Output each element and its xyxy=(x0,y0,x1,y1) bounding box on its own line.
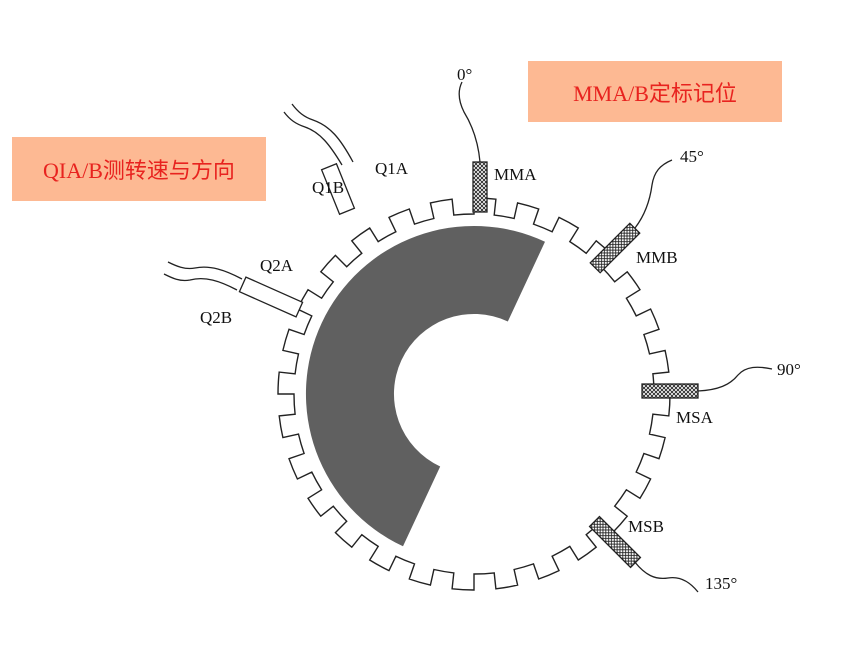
sensor-q2 xyxy=(163,261,304,318)
callout-speed-direction-text: QIA/B测转速与方向 xyxy=(43,158,235,183)
label-q1a: Q1A xyxy=(375,159,409,178)
label-deg-0: 0° xyxy=(457,65,472,84)
sensor-mma xyxy=(458,81,488,213)
label-msb: MSB xyxy=(628,517,664,536)
sensor-mmb xyxy=(589,159,673,274)
label-mmb: MMB xyxy=(636,248,678,267)
rotor-arc xyxy=(305,225,545,547)
sensor-q1 xyxy=(283,103,356,216)
label-mma: MMA xyxy=(494,165,537,184)
toothed-wheel-outline xyxy=(277,197,671,591)
label-deg-45: 45° xyxy=(680,147,704,166)
sensor-msb xyxy=(588,515,699,593)
callout-speed-direction: QIA/B测转速与方向 xyxy=(12,137,266,201)
callout-calibration: MMA/B定标记位 xyxy=(528,61,782,122)
label-msa: MSA xyxy=(676,408,714,427)
label-q2b: Q2B xyxy=(200,308,232,327)
label-q1b: Q1B xyxy=(312,178,344,197)
callout-calibration-text: MMA/B定标记位 xyxy=(573,80,737,106)
sensor-msa xyxy=(641,366,773,399)
label-deg-135: 135° xyxy=(705,574,737,593)
label-deg-90: 90° xyxy=(777,360,801,379)
label-q2a: Q2A xyxy=(260,256,294,275)
